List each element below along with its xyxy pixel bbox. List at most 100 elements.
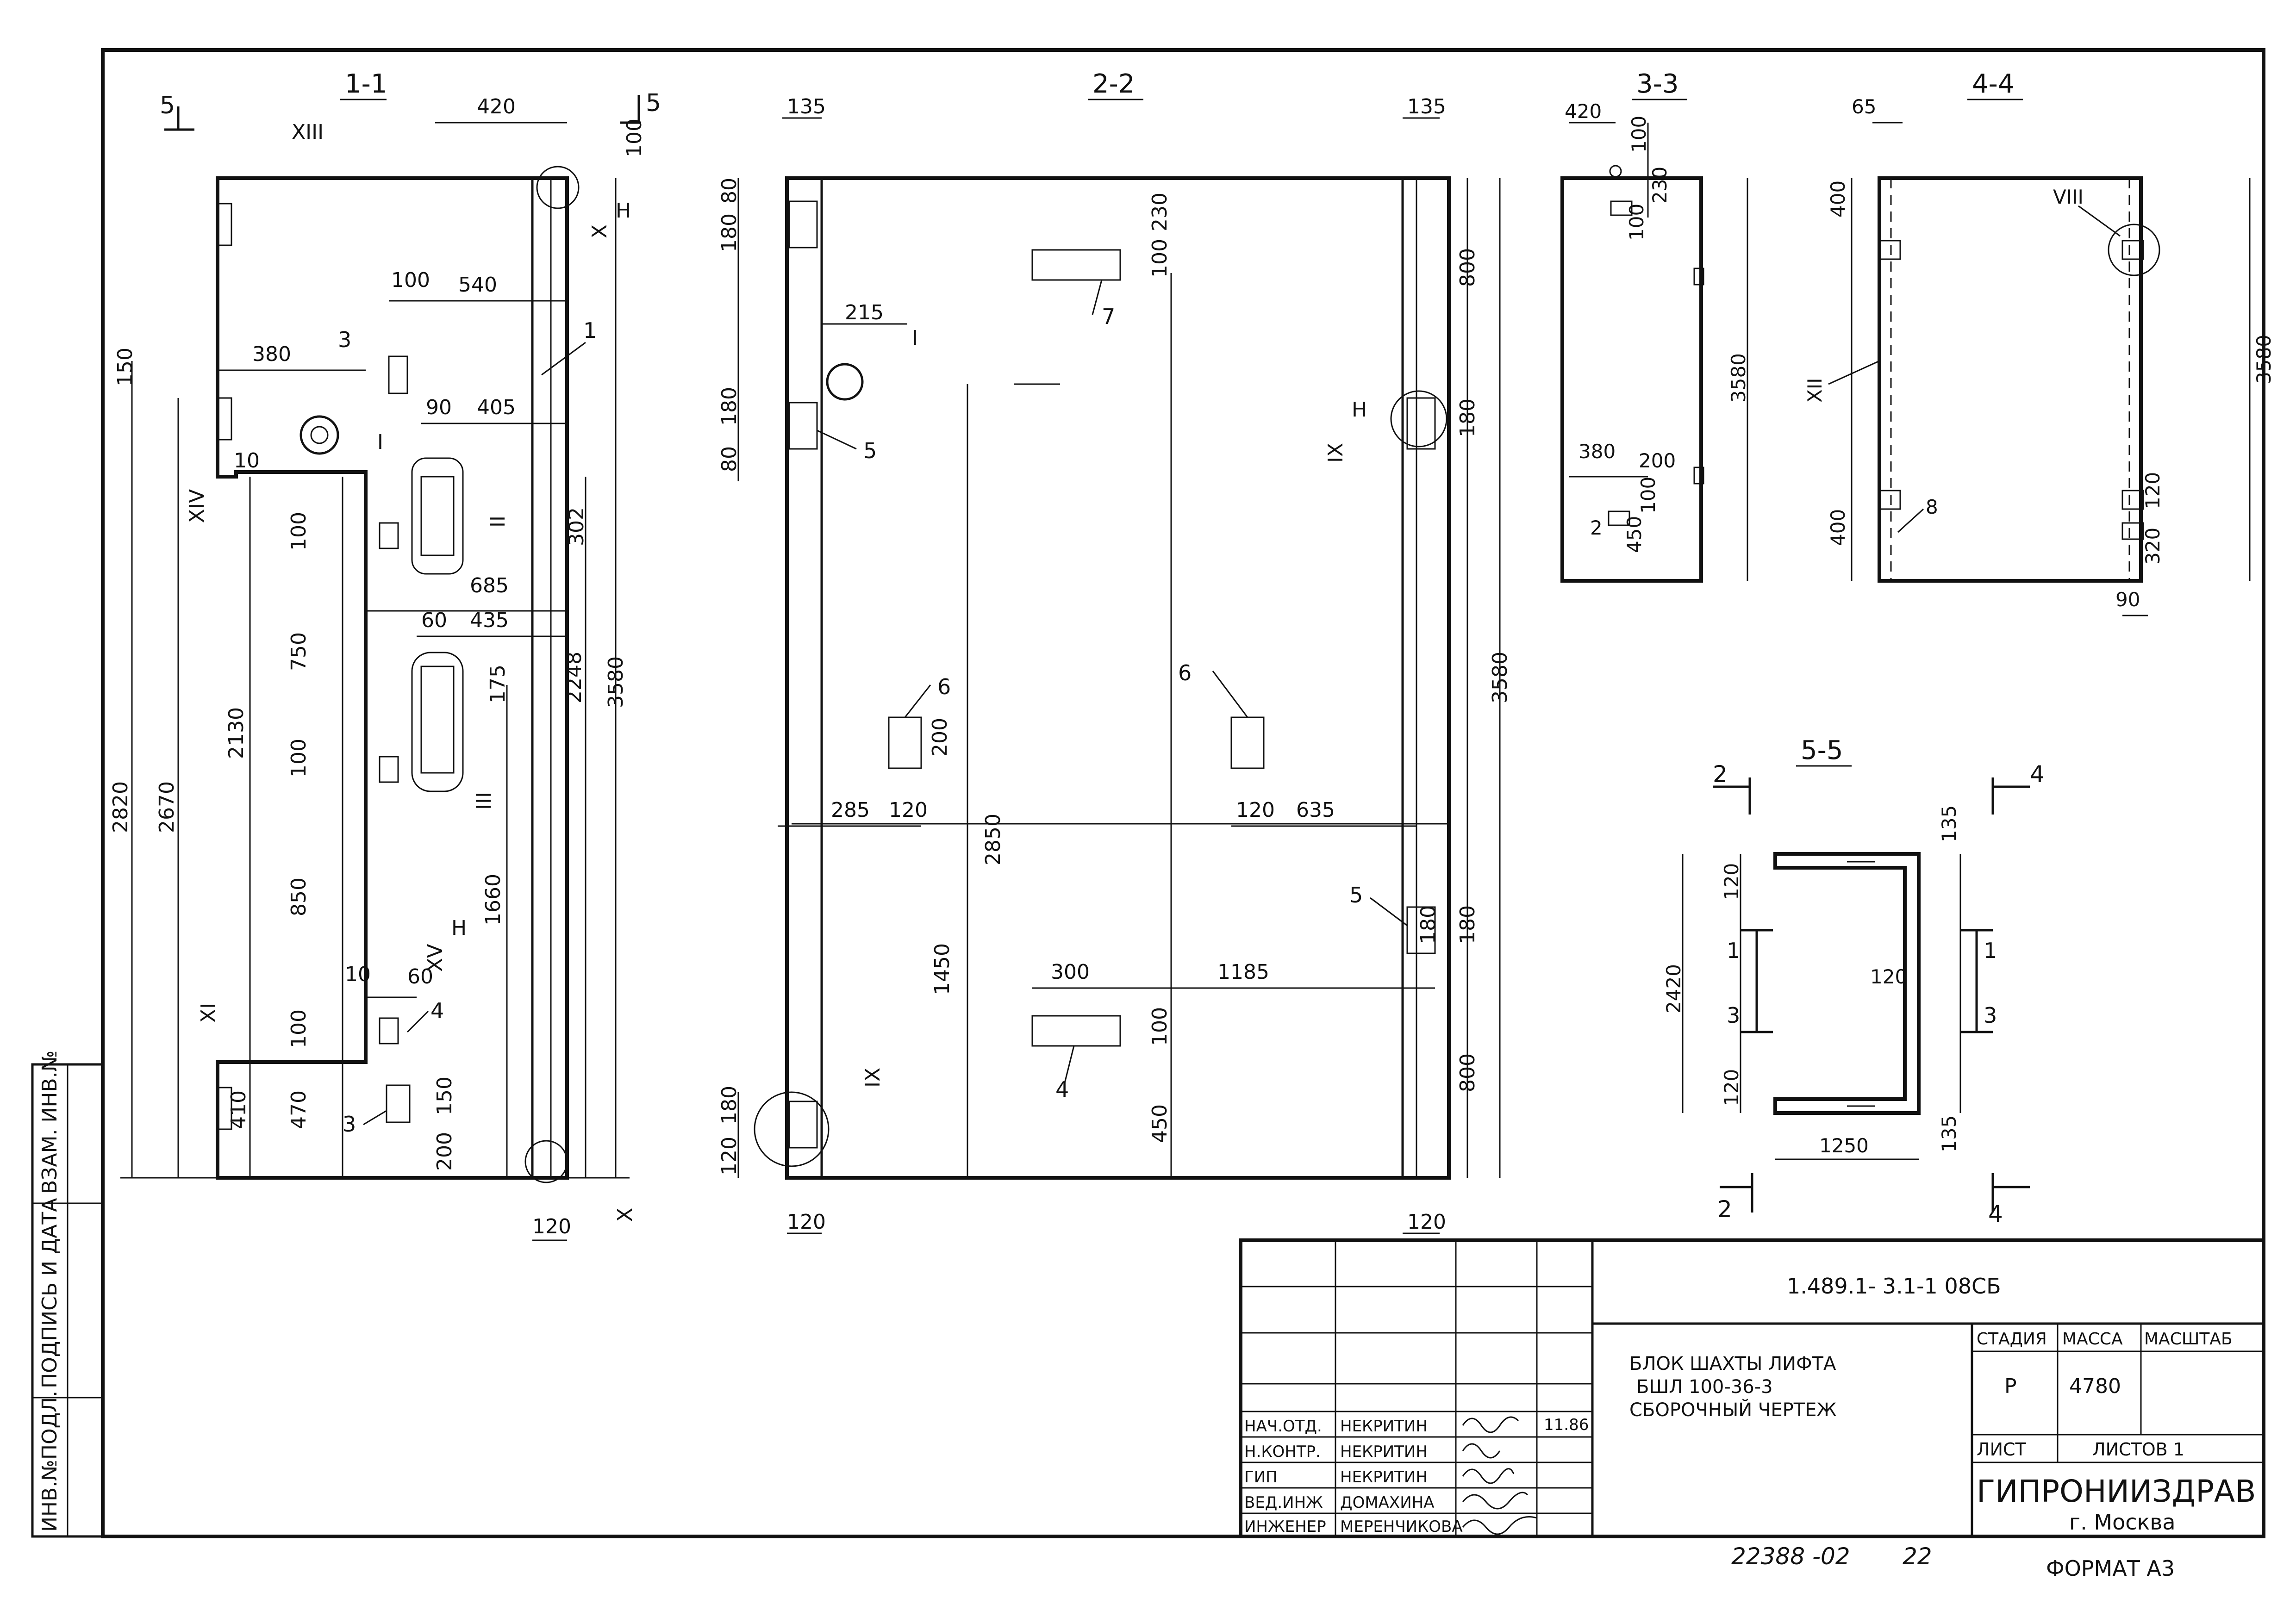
dim-5-5-1250: 1250	[1819, 1134, 1869, 1157]
dim-2-2-180d: 180	[1416, 905, 1440, 944]
name-2: НЕКРИТИН	[1340, 1468, 1428, 1486]
role-2: ГИП	[1244, 1468, 1278, 1486]
mass-value: 4780	[2069, 1374, 2121, 1398]
dim-2-2-180e: 180	[718, 1086, 741, 1125]
dim-2-2-1185: 1185	[1217, 960, 1269, 984]
dim-3-3-420: 420	[1565, 100, 1602, 123]
callout-2-2-6a: 6	[937, 674, 951, 699]
dim-2-2-635: 635	[1296, 798, 1335, 822]
dim-1-1-2130: 2130	[225, 707, 248, 759]
node-xv: XV	[424, 944, 447, 972]
cut-5-5-1-right: 1	[1984, 938, 1997, 963]
dim-2-2-180-80: 180	[718, 213, 741, 252]
dim-4-4-320: 320	[2141, 528, 2164, 565]
section-title-3-3: 3-3	[1636, 69, 1678, 99]
dim-2-2-215: 215	[845, 301, 884, 324]
cut-5-5-1-left: 1	[1727, 938, 1740, 963]
side-stamp: ВЗАМ. ИНВ.№ ПОДПИСЬ И ДАТА ИНВ.№ПОДЛ.	[31, 1051, 104, 1538]
dim-1-1-100e: 100	[287, 1009, 311, 1048]
doc-code: 1.489.1- 3.1-1 08СБ	[1787, 1274, 2001, 1299]
cut-5-5-3-right: 3	[1984, 1003, 1997, 1028]
dim-4-4-3580: 3580	[2252, 335, 2275, 384]
dim-2-2-100b: 100	[1148, 1007, 1172, 1046]
dim-1-1-685: 685	[470, 574, 509, 597]
node-h-mid: H	[451, 916, 467, 940]
section-title-1-1: 1-1	[345, 69, 387, 99]
view-4-4: 4-4 65 400 3580 400 120 320 90 VIII XII …	[1803, 69, 2275, 616]
dim-2-2-200: 200	[928, 718, 952, 757]
callout-2-2-5a: 5	[863, 438, 877, 463]
title-block: 1.489.1- 3.1-1 08СБ БЛОК ШАХТЫ ЛИФТА БШЛ…	[1239, 1238, 2265, 1538]
dim-5-5-2420: 2420	[1662, 964, 1685, 1014]
side-stamp-replace-inv: ВЗАМ. ИНВ.№	[38, 1051, 62, 1194]
role-0: НАЧ.ОТД.	[1244, 1417, 1322, 1436]
dim-2-2-80b: 80	[718, 446, 741, 472]
dim-1-1-420: 420	[477, 95, 516, 118]
dim-1-1-120: 120	[532, 1215, 571, 1238]
dim-1-1-850: 850	[287, 877, 311, 916]
dim-2-2-120b: 120	[1236, 798, 1275, 822]
cut-5-5-2-top: 2	[1713, 761, 1728, 788]
callout-1-1-1: 1	[583, 318, 597, 343]
callout-2-2-5b: 5	[1349, 883, 1363, 908]
dim-4-4-90: 90	[2115, 588, 2140, 611]
dim-4-4-400b: 400	[1827, 509, 1849, 546]
dim-2-2-135a: 135	[787, 95, 826, 118]
role-4: ИНЖЕНЕР	[1244, 1517, 1326, 1536]
cut-mark-5-right: 5	[646, 89, 661, 117]
view-2-2: 2-2	[718, 69, 1512, 1234]
node-h-top: H	[616, 199, 631, 223]
dim-3-3-450: 450	[1623, 516, 1646, 553]
approval-date: 11.86	[1544, 1416, 1589, 1434]
dim-2-2-120d: 120	[787, 1210, 826, 1234]
dim-2-2-120a: 120	[889, 798, 928, 822]
side-stamp-inv-no: ИНВ.№ПОДЛ.	[38, 1391, 62, 1532]
dim-5-5-135a: 135	[1938, 805, 1960, 842]
section-title-5-5: 5-5	[1801, 735, 1843, 765]
dim-2-2-180a: 180	[718, 387, 741, 426]
role-3: ВЕД.ИНЖ	[1244, 1493, 1323, 1512]
footer: 22388 -02 22 ФОРМАТ А3	[1731, 1543, 2175, 1581]
node-xiii: XIII	[292, 120, 324, 144]
dim-1-1-60a: 60	[421, 609, 447, 632]
dim-5-5-120a: 120	[1720, 863, 1743, 900]
callout-1-1-4: 4	[430, 998, 444, 1023]
org-city: г. Москва	[2069, 1510, 2176, 1535]
cut-5-5-2-bottom: 2	[1717, 1196, 1732, 1223]
sheet-format: ФОРМАТ А3	[2046, 1556, 2175, 1581]
dim-5-5-120b: 120	[1870, 965, 1907, 988]
cut-mark-5-left: 5	[160, 92, 175, 119]
section-title-2-2: 2-2	[1092, 69, 1135, 99]
node-xi: XI	[197, 1003, 220, 1023]
dim-1-1-750: 750	[287, 632, 311, 671]
name-3: ДОМАХИНА	[1340, 1493, 1434, 1512]
name-1: НЕКРИТИН	[1340, 1443, 1428, 1461]
dim-1-1-1660: 1660	[481, 874, 505, 926]
dim-1-1-150b: 150	[433, 1076, 456, 1115]
dim-3-3-200: 200	[1639, 449, 1676, 472]
dim-2-2-230: 230	[1148, 193, 1172, 231]
view-1-1: 1-1 5 5	[109, 69, 661, 1241]
dim-2-2-3580: 3580	[1488, 652, 1512, 703]
dim-2-2-800top: 800	[1456, 248, 1479, 287]
stage-value: Р	[2004, 1374, 2017, 1398]
dim-5-5-135b: 135	[1938, 1115, 1960, 1152]
callout-1-1-3a: 3	[338, 327, 351, 352]
dim-2-2-1450: 1450	[930, 943, 954, 995]
view-5-5: 5-5 2 2 4 4 1 3 1 3 135 120 2420 120 120	[1662, 735, 2045, 1227]
dim-1-1-100d: 100	[287, 739, 311, 777]
dim-2-2-180b: 180	[1456, 398, 1479, 437]
cut-5-5-4-bottom: 4	[1988, 1200, 2003, 1227]
dim-1-1-175: 175	[486, 665, 510, 703]
org-name: ГИПРОНИИЗДРАВ	[1977, 1474, 2256, 1509]
dim-4-4-120: 120	[2141, 472, 2164, 509]
dim-1-1-60b: 60	[407, 965, 433, 989]
dim-4-4-65: 65	[1852, 95, 1876, 118]
dim-3-3-100b: 100	[1625, 204, 1648, 241]
dim-1-1-200: 200	[433, 1132, 456, 1171]
section-title-4-4: 4-4	[1972, 69, 2014, 99]
dim-2-2-135b: 135	[1407, 95, 1446, 118]
callout-1-1-3b: 3	[343, 1112, 356, 1137]
node-xiv: XIV	[185, 489, 209, 523]
dim-3-3-230: 230	[1648, 167, 1671, 204]
